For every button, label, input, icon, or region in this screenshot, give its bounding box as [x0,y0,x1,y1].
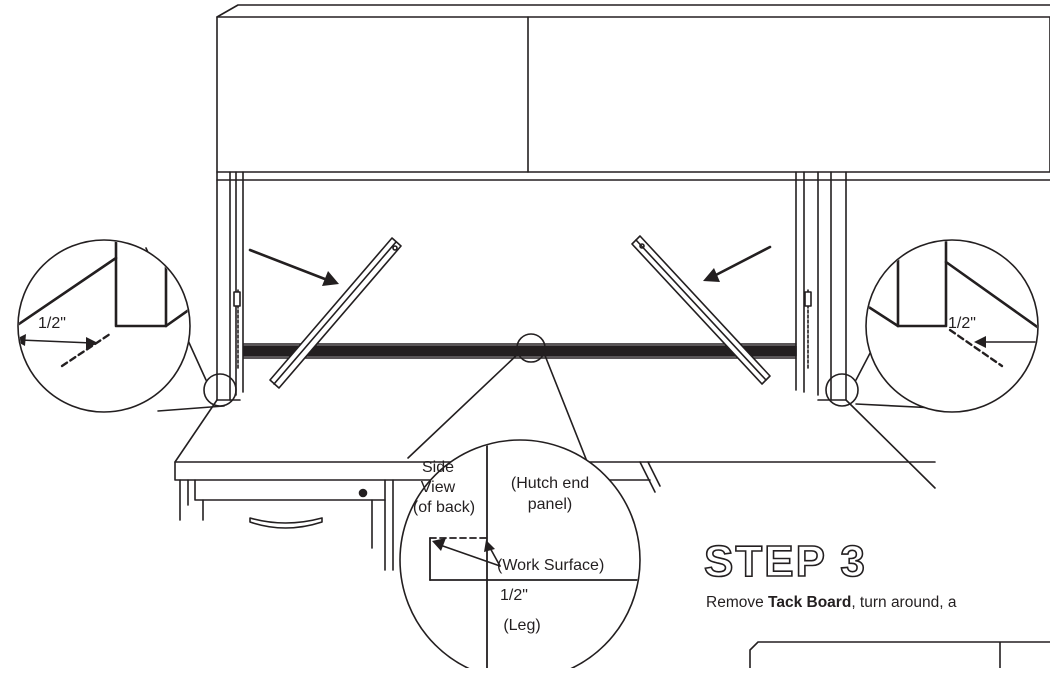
step-instruction: Remove Tack Board, turn around, a [706,594,1050,612]
left-detail-marker [203,373,237,407]
half-inch-label-right: 1/2" [948,315,976,332]
step-title: STEP 3 [703,537,867,586]
half-inch-label-left: 1/2" [38,315,66,332]
half-inch-label-center: 1/2" [500,587,528,604]
tack-board-emphasis: Tack Board [768,594,852,611]
right-direction-arrow [703,245,772,282]
work-surface [174,399,936,571]
diagram-labels: 1/2" 1/2" Side View (of back) (Hutch end… [38,315,976,634]
next-step-diagram-fragment [749,641,1050,668]
left-direction-arrow [248,248,339,286]
center-zoom-detail [399,439,641,673]
instruction-text-start: Remove [706,594,769,611]
side-view-line2: View [421,479,456,496]
instruction-text-end: , turn around, a [851,594,957,611]
right-end-panel [795,171,847,401]
center-detail-marker [516,333,546,363]
right-zoom-detail [865,239,1039,413]
left-zoom-detail [17,239,191,413]
leg-label: (Leg) [503,617,540,634]
left-tack-rail [269,237,402,389]
hutch-end-line1: (Hutch end [511,475,589,492]
side-view-line3: (of back) [413,499,475,516]
hutch-end-line2: panel) [528,496,572,513]
left-end-panel [216,171,244,401]
hutch-cabinet [216,4,1050,181]
side-view-line1: Side [422,459,454,476]
right-tack-rail [631,235,771,385]
work-surface-label: (Work Surface) [497,557,604,574]
right-detail-marker [825,373,859,407]
